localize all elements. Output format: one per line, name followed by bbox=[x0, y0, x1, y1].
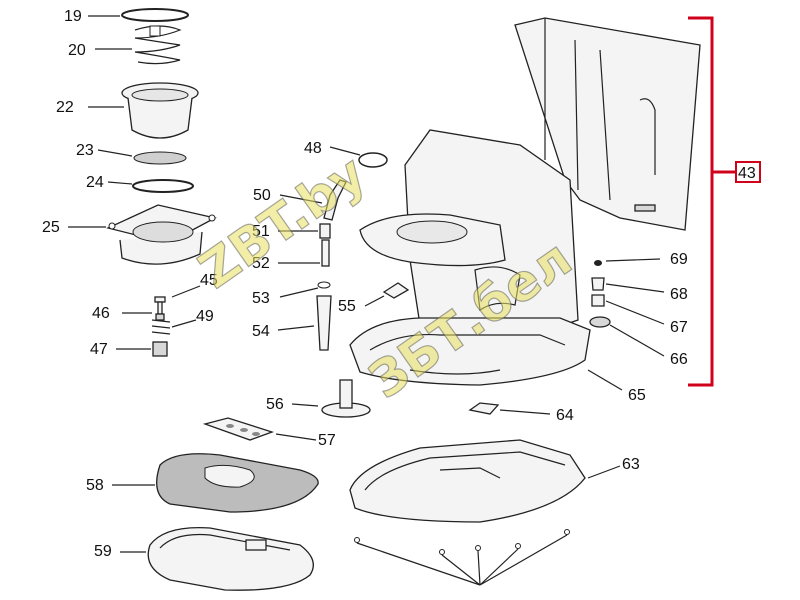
part-46-screw: 46 45 bbox=[92, 272, 218, 322]
label-63: 63 bbox=[622, 456, 640, 473]
part-50-nozzle-head: 50 bbox=[253, 179, 347, 221]
label-67: 67 bbox=[670, 319, 688, 336]
part-63-base-plate: 63 bbox=[349, 439, 640, 586]
labels-right: 69 68 67 66 65 bbox=[587, 251, 688, 404]
part-52-pin: 52 bbox=[252, 239, 330, 272]
part-64-bracket: 64 bbox=[468, 402, 574, 424]
part-54-spout: 54 bbox=[252, 295, 332, 351]
part-57-grid-plate: 57 bbox=[202, 417, 336, 449]
label-64: 64 bbox=[556, 407, 574, 424]
label-68: 68 bbox=[670, 286, 688, 303]
label-56: 56 bbox=[266, 396, 284, 413]
part-22-filter-cup: 22 bbox=[56, 82, 199, 139]
label-66: 66 bbox=[670, 351, 688, 368]
part-59-drip-tray: 59 bbox=[94, 526, 314, 591]
part-43-main-body-assembly bbox=[349, 17, 701, 386]
label-53: 53 bbox=[252, 290, 270, 307]
label-45: 45 bbox=[200, 272, 218, 289]
label-59: 59 bbox=[94, 543, 112, 560]
label-49: 49 bbox=[196, 308, 214, 325]
label-51: 51 bbox=[252, 223, 270, 240]
part-58-drip-grid: 58 bbox=[86, 453, 319, 513]
part-25-holder-base: 25 bbox=[42, 204, 217, 265]
part-19-gasket: 19 bbox=[64, 8, 189, 25]
label-54: 54 bbox=[252, 323, 270, 340]
part-53-seal: 53 bbox=[252, 281, 331, 307]
label-57: 57 bbox=[318, 432, 336, 449]
label-50: 50 bbox=[253, 187, 271, 204]
part-20-spring: 20 bbox=[68, 25, 182, 65]
label-65: 65 bbox=[628, 387, 646, 404]
label-46: 46 bbox=[92, 305, 110, 322]
watermark-line1-outline: ZBT.by bbox=[189, 144, 376, 299]
part-49-valve: 49 bbox=[151, 308, 214, 335]
label-47: 47 bbox=[90, 341, 108, 358]
label-52: 52 bbox=[252, 255, 270, 272]
label-19: 19 bbox=[64, 8, 82, 25]
label-22: 22 bbox=[56, 99, 74, 116]
part-56-float: 56 bbox=[266, 379, 371, 418]
label-25: 25 bbox=[42, 219, 60, 236]
part-47-nut: 47 bbox=[90, 341, 168, 358]
label-20: 20 bbox=[68, 42, 86, 59]
label-43: 43 bbox=[738, 165, 756, 182]
part-23-filter-disc: 23 bbox=[76, 142, 187, 165]
label-23: 23 bbox=[76, 142, 94, 159]
part-24-o-ring: 24 bbox=[86, 174, 194, 193]
part-51-tube: 51 bbox=[252, 223, 331, 240]
label-55: 55 bbox=[338, 298, 356, 315]
part-48-clip: 48 bbox=[304, 140, 388, 168]
part-55-latch: 55 bbox=[338, 282, 410, 315]
group-bracket-43: 43 bbox=[688, 16, 761, 387]
label-48: 48 bbox=[304, 140, 322, 157]
label-58: 58 bbox=[86, 477, 104, 494]
label-69: 69 bbox=[670, 251, 688, 268]
label-24: 24 bbox=[86, 174, 104, 191]
